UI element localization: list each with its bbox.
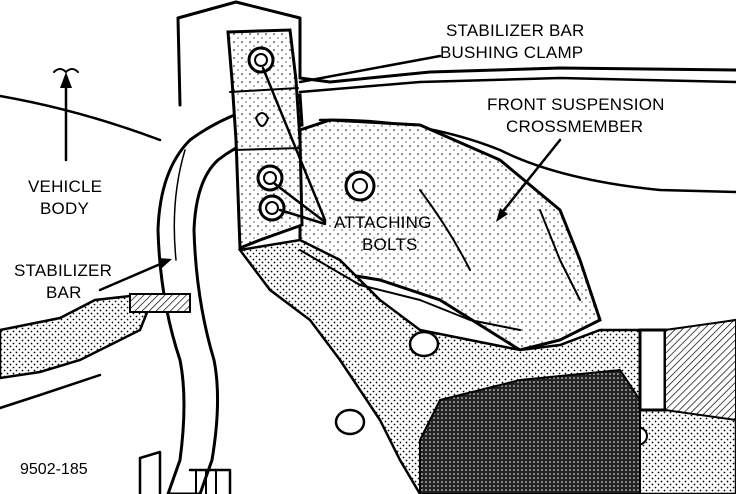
- label-clamp-line2: BUSHING CLAMP: [440, 43, 583, 62]
- label-bolts-line2: BOLTS: [362, 235, 417, 254]
- figure-number: 9502-185: [20, 461, 88, 478]
- label-clamp-line1: STABILIZER BAR: [446, 21, 585, 40]
- stabilizer-bar: [156, 93, 304, 494]
- bushing-clamp: [226, 28, 304, 251]
- label-body-line1: VEHICLE: [28, 177, 102, 196]
- label-body-line2: BODY: [40, 199, 89, 218]
- label-crossmember-line2: CROSSMEMBER: [506, 117, 643, 136]
- stabilizer-link: [0, 293, 191, 410]
- label-bar-line2: BAR: [46, 283, 82, 302]
- label-crossmember-line1: FRONT SUSPENSION: [487, 95, 665, 114]
- label-bolts-line1: ATTACHING: [334, 213, 432, 232]
- lower-right-component: [419, 318, 736, 494]
- label-bar-line1: STABILIZER: [14, 261, 112, 280]
- lower-bracket: [138, 450, 232, 494]
- leader-lines: [53, 54, 562, 292]
